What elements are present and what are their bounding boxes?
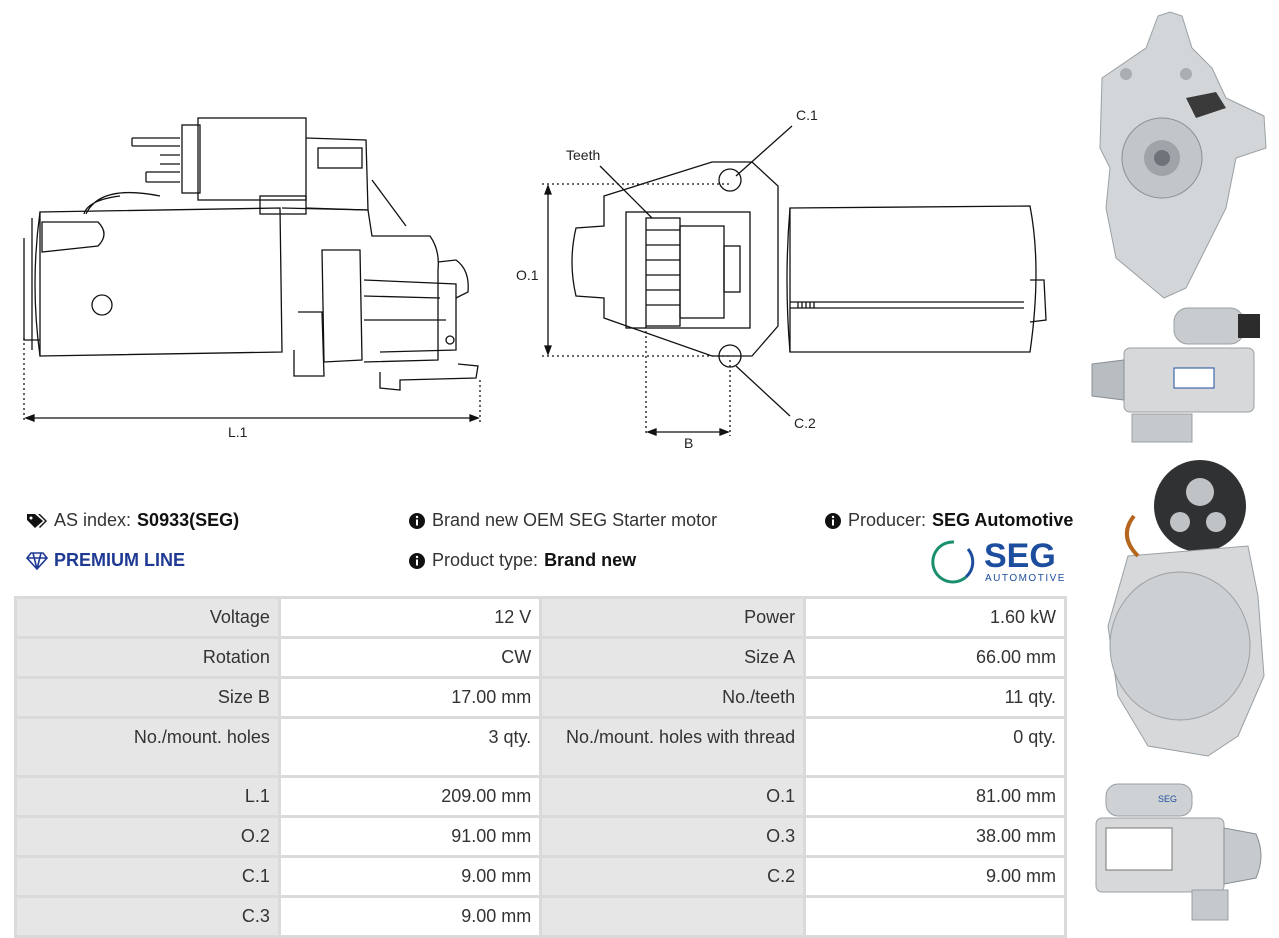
spec-value: [806, 898, 1064, 935]
spec-key: Rotation: [17, 639, 278, 676]
product-photo-front: [1099, 11, 1267, 299]
product-type-value: Brand new: [544, 550, 637, 570]
spec-key: Size B: [17, 679, 278, 716]
spec-value: 0 qty.: [806, 719, 1064, 775]
info-icon: [409, 512, 425, 529]
spec-value: 1.60 kW: [806, 599, 1064, 636]
label-l1: L.1: [228, 424, 248, 440]
spec-value: 17.00 mm: [280, 679, 540, 716]
spec-key: L.1: [17, 778, 278, 815]
technical-drawing: L.1 O.1 B C.1 C.2 Teeth: [23, 107, 1047, 451]
spec-key: C.1: [17, 858, 278, 895]
info-icon: [409, 552, 425, 569]
label-c2: C.2: [794, 415, 816, 431]
info-icon: [825, 512, 841, 529]
spec-key: O.3: [542, 818, 804, 855]
photo-logo-text: SEG: [1158, 794, 1177, 804]
spec-key: No./mount. holes with thread: [542, 719, 804, 775]
spec-key: [542, 898, 804, 935]
spec-key: No./teeth: [542, 679, 804, 716]
spec-key: Size A: [542, 639, 804, 676]
as-index-value: S0933(SEG): [137, 510, 240, 530]
description-text: Brand new OEM SEG Starter motor: [432, 510, 718, 530]
premium-line-label: PREMIUM LINE: [54, 550, 186, 570]
tags-icon: [27, 513, 47, 528]
spec-key: No./mount. holes: [17, 719, 278, 775]
label-c1: C.1: [796, 107, 818, 123]
spec-key: C.3: [17, 898, 278, 935]
as-index-label: AS index:: [54, 510, 132, 530]
diamond-icon: [26, 551, 48, 570]
label-b: B: [684, 435, 693, 451]
product-type-label: Product type:: [432, 550, 539, 570]
spec-key: Voltage: [17, 599, 278, 636]
producer-label: Producer:: [848, 510, 927, 530]
spec-value: 3 qty.: [280, 719, 540, 775]
product-type: Product type: Brand new: [408, 550, 636, 571]
product-photo-rear: [1107, 460, 1265, 757]
description: Brand new OEM SEG Starter motor: [408, 510, 717, 531]
seg-automotive-logo: SEG AUTOMOTIVE: [931, 537, 1066, 584]
spec-value: 81.00 mm: [806, 778, 1064, 815]
spec-value: 66.00 mm: [806, 639, 1064, 676]
product-photo-top: SEG: [1095, 783, 1262, 921]
side-view-drawing: [23, 117, 479, 391]
flange-view-drawing: [571, 161, 1047, 368]
spec-value: 209.00 mm: [280, 778, 540, 815]
spec-value: 91.00 mm: [280, 818, 540, 855]
producer-value: SEG Automotive: [932, 510, 1074, 530]
spec-key: O.2: [17, 818, 278, 855]
spec-value: 9.00 mm: [280, 898, 540, 935]
spec-value: CW: [280, 639, 540, 676]
spec-value: 12 V: [280, 599, 540, 636]
producer: Producer: SEG Automotive: [824, 510, 1073, 531]
spec-key: C.2: [542, 858, 804, 895]
spec-key: Power: [542, 599, 804, 636]
label-o1: O.1: [516, 267, 539, 283]
logo-text: SEG: [984, 537, 1056, 575]
premium-line: PREMIUM LINE: [26, 550, 185, 571]
as-index: AS index: S0933(SEG): [26, 510, 239, 531]
spec-value: 9.00 mm: [280, 858, 540, 895]
spec-value: 11 qty.: [806, 679, 1064, 716]
spec-value: 38.00 mm: [806, 818, 1064, 855]
logo-subtext: AUTOMOTIVE: [985, 573, 1066, 584]
label-teeth: Teeth: [566, 147, 600, 163]
product-photo-side: [1091, 307, 1260, 443]
spec-key: O.1: [542, 778, 804, 815]
spec-value: 9.00 mm: [806, 858, 1064, 895]
